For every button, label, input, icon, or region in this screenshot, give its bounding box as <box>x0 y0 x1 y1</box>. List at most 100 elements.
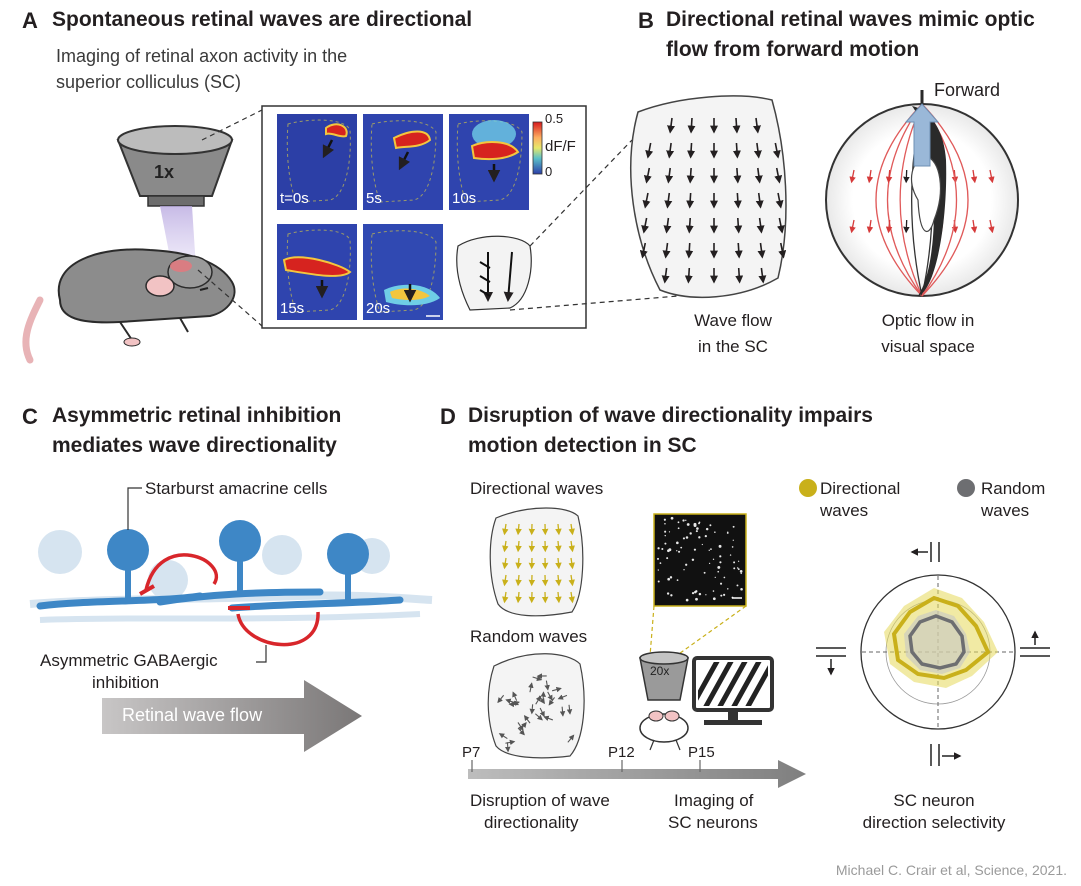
flow-arrow <box>686 192 695 209</box>
flow-arrow <box>641 217 650 234</box>
labeled-neuron <box>733 567 736 570</box>
labeled-neuron <box>677 527 680 530</box>
selectivity-label-1: SC neuron <box>893 791 975 810</box>
flow-arrow <box>568 557 575 570</box>
flow-arrow <box>685 242 694 259</box>
flow-arrow <box>502 574 509 587</box>
flow-arrow <box>753 117 761 134</box>
flow-arrow <box>502 540 509 553</box>
gaba-label-1: Asymmetric GABAergic <box>40 651 218 670</box>
stimulus-monitor <box>692 656 774 725</box>
labeled-neuron <box>668 531 671 533</box>
labeled-neuron <box>729 554 732 556</box>
flow-arrow <box>555 523 562 536</box>
labeled-neuron <box>712 590 715 592</box>
flow-arrow <box>733 167 742 184</box>
labeled-neuron <box>685 563 688 566</box>
labeled-neuron <box>719 555 722 558</box>
labeled-neuron <box>676 579 679 582</box>
labeled-neuron <box>685 536 689 539</box>
flow-arrow <box>686 167 695 184</box>
labeled-neuron <box>677 550 681 553</box>
sc-schematic-small <box>456 235 532 311</box>
wave-flow-arrow-label: Retinal wave flow <box>122 705 263 725</box>
flow-arrow <box>497 694 505 704</box>
timeline-p12: P12 <box>608 744 635 761</box>
labeled-neuron <box>712 597 716 601</box>
panel-b-letter: B <box>638 8 654 33</box>
flow-arrow <box>540 691 547 702</box>
labeled-neuron <box>676 541 679 545</box>
flow-arrow <box>498 733 508 740</box>
labeled-neuron <box>705 527 709 531</box>
selectivity-label-2: direction selectivity <box>862 813 1006 832</box>
labeled-neuron <box>682 519 685 522</box>
flow-arrow <box>849 169 856 184</box>
frame-label-20: 20s <box>366 300 391 317</box>
flow-arrow <box>519 721 527 731</box>
labeled-neuron <box>691 591 695 595</box>
flow-arrow <box>988 169 995 184</box>
flow-arrow <box>517 727 525 736</box>
direction-icon-right <box>930 744 962 766</box>
imaging-label-1: Imaging of <box>674 791 754 810</box>
flow-arrow <box>555 574 562 587</box>
flow-arrow <box>885 219 893 234</box>
panel-b-title-1: Directional retinal waves mimic optic <box>666 8 1035 31</box>
labeled-neuron <box>731 546 734 548</box>
flow-arrow <box>970 219 978 234</box>
labeled-neuron <box>664 534 666 537</box>
flow-arrow <box>502 591 509 604</box>
labeled-neuron <box>677 521 680 524</box>
labeled-neuron <box>685 598 689 602</box>
flow-arrow <box>568 523 575 536</box>
flow-arrow <box>515 574 522 587</box>
flow-arrow <box>515 557 522 570</box>
flow-arrow <box>778 242 787 259</box>
flow-arrow <box>643 167 652 184</box>
flow-arrow <box>735 267 744 284</box>
objective-20x-icon <box>639 651 689 701</box>
flow-arrow <box>661 267 670 284</box>
frame-label-15: 15s <box>280 300 305 317</box>
frame-label-0: t=0s <box>280 190 309 207</box>
flow-arrow <box>903 219 910 234</box>
flow-arrow <box>505 742 511 753</box>
labeled-neuron <box>667 577 671 581</box>
labeled-neuron <box>666 592 670 595</box>
sphere-meridian <box>899 103 923 297</box>
labeled-neuron <box>670 516 674 520</box>
imaging-frame-0 <box>277 114 357 210</box>
flow-arrow <box>667 117 675 134</box>
directional-waves-map <box>489 507 584 617</box>
labeled-neuron <box>695 530 698 533</box>
labeled-neuron <box>732 525 735 528</box>
flow-arrow <box>684 267 693 284</box>
flow-arrow <box>755 192 764 209</box>
flow-arrow <box>502 557 509 570</box>
labeled-neuron <box>676 550 678 552</box>
sphere-meridian <box>887 103 923 297</box>
starburst-diagram <box>29 487 433 663</box>
forward-label: Forward <box>934 80 1001 100</box>
labeled-neuron <box>694 590 697 594</box>
optic-flow-sphere <box>825 90 1019 297</box>
flow-arrow <box>555 557 562 570</box>
labeled-neuron <box>727 588 729 590</box>
labeled-neuron <box>693 548 697 551</box>
flow-arrow <box>512 691 518 701</box>
legend-directional-1: Directional <box>820 479 901 498</box>
labeled-neuron <box>670 594 673 597</box>
flow-arrow <box>645 142 654 159</box>
flow-arrow <box>532 675 543 682</box>
panel-c-letter: C <box>22 404 38 429</box>
flow-arrow <box>502 523 509 536</box>
labeled-neuron <box>682 537 686 540</box>
panel-a-subtitle-2: superior colliculus (SC) <box>56 72 242 92</box>
mouse-in-sphere <box>910 155 941 233</box>
random-waves-map <box>487 653 585 759</box>
labeled-neuron <box>705 594 707 596</box>
labeled-neuron <box>710 548 712 551</box>
flow-arrow <box>639 242 648 259</box>
